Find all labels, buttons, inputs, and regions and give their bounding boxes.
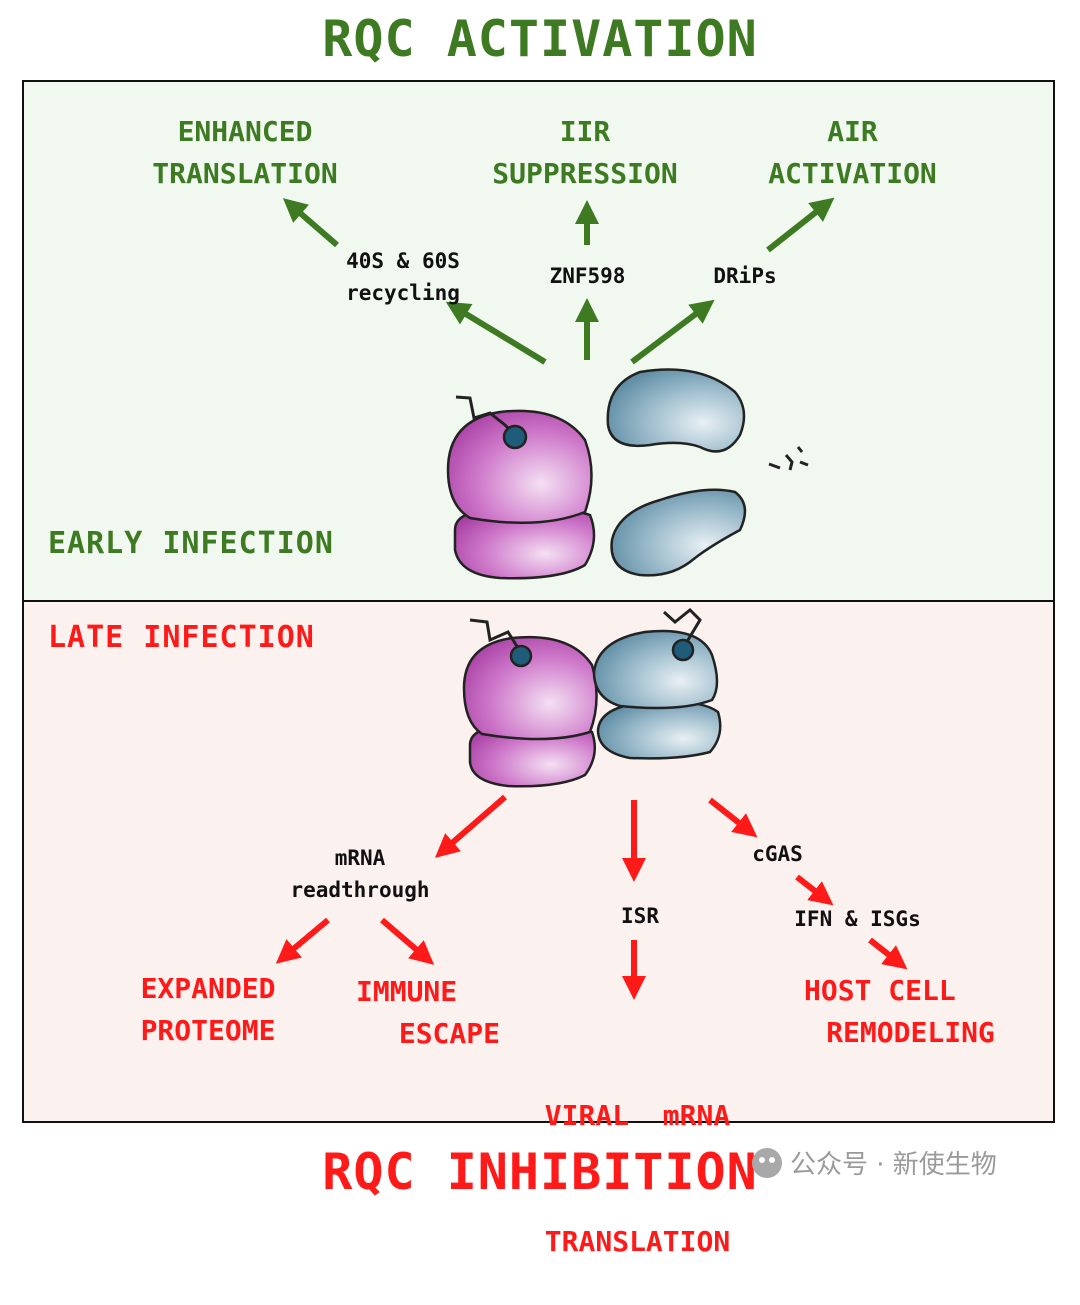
- early-arrows: [282, 197, 835, 365]
- title-rqc-activation: RQC ACTIVATION: [322, 10, 758, 68]
- diagram-graphics: [275, 197, 908, 1000]
- stage-early-infection: EARLY INFECTION: [48, 526, 334, 561]
- arrow-recycling-to-enhanced: [282, 198, 339, 248]
- mediator-cgas: cGAS: [752, 842, 803, 866]
- mrna-fragments-icon: [768, 446, 809, 471]
- outcome-air-activation: AIR ACTIVATION: [768, 115, 937, 190]
- outcome-host-cell-remodeling: HOST CELL REMODELING: [804, 974, 995, 1049]
- early-magenta-ribosome-icon: [446, 395, 596, 580]
- mediator-40s-60s-recycling: 40S & 60S recycling: [346, 249, 460, 305]
- wechat-icon: [752, 1147, 782, 1178]
- mediator-isr: ISR: [621, 904, 659, 928]
- arrow-ribosome-to-readthrough: [434, 794, 507, 858]
- arrow-readthrough-to-expanded: [275, 917, 330, 964]
- stage-late-infection: LATE INFECTION: [48, 620, 315, 655]
- mediator-ifn-isgs: IFN & ISGs: [794, 907, 921, 931]
- arrow-ifn-to-host: [868, 937, 908, 970]
- arrow-readthrough-to-immune: [380, 917, 435, 965]
- watermark: 公众号 · 新使生物: [752, 1144, 997, 1181]
- mediator-mrna-readthrough: mRNA readthrough: [290, 846, 430, 902]
- mediator-znf598: ZNF598: [549, 264, 626, 288]
- arrow-cgas-to-ifn: [795, 874, 834, 906]
- arrow-ribosome-to-cgas: [708, 797, 758, 838]
- outcome-expanded-proteome: EXPANDED PROTEOME: [140, 972, 276, 1047]
- late-blue-ribosome-icon: [592, 607, 722, 760]
- late-arrows: [275, 794, 908, 1000]
- early-blue-subunits-icon: [606, 368, 747, 577]
- arrow-ribosome-to-recycling: [445, 301, 547, 365]
- outcome-enhanced-translation: ENHANCED TRANSLATION: [152, 115, 338, 190]
- arrow-drips-to-air: [766, 197, 835, 253]
- watermark-text: 公众号 · 新使生物: [790, 1150, 997, 1180]
- title-rqc-inhibition: RQC INHIBITION: [322, 1143, 758, 1201]
- outcome-immune-escape: IMMUNE ESCAPE: [356, 975, 500, 1050]
- arrow-ribosome-to-drips: [630, 299, 715, 365]
- outcome-iir-suppression: IIR SUPPRESSION: [492, 115, 678, 190]
- late-magenta-ribosome-icon: [462, 618, 598, 788]
- mediator-drips: DRiPs: [713, 264, 777, 288]
